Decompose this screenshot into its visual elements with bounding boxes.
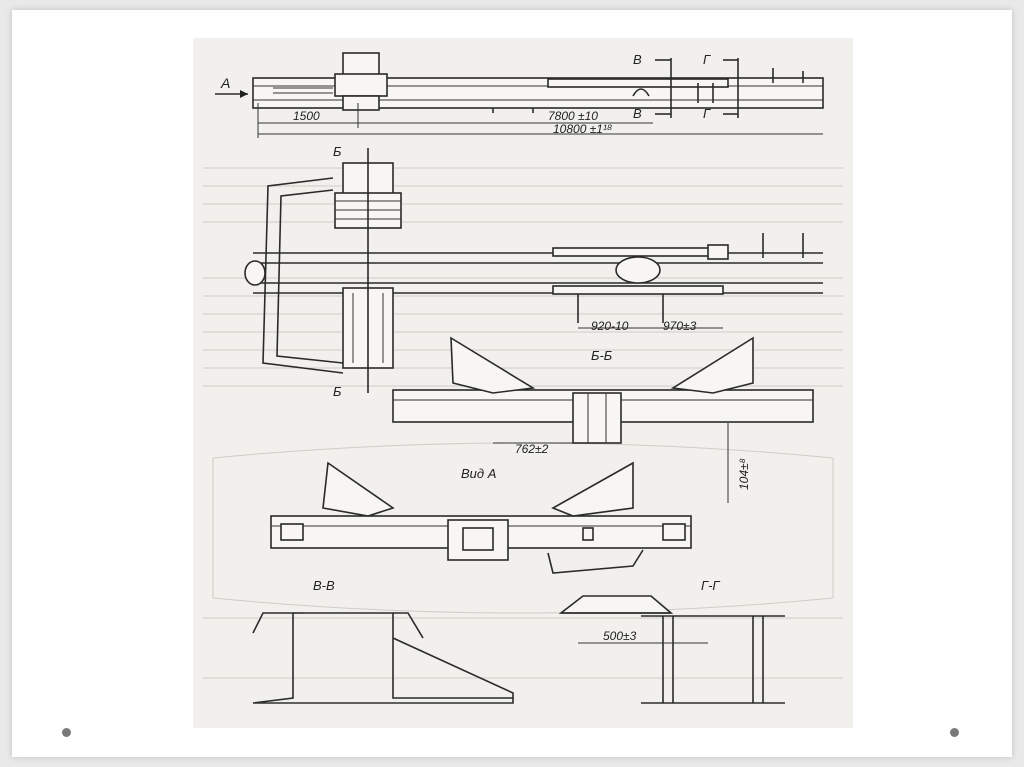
- section-gg: Г-Г 500±3: [558, 578, 785, 704]
- view-a-arrow-label: А: [220, 75, 230, 91]
- side-elevation: А В В Г Г 1500 7800 ±10 108: [215, 52, 824, 138]
- dim-104: 104±⁸: [737, 458, 751, 490]
- section-vv-title: В-В: [313, 578, 335, 593]
- nav-dot-right-icon[interactable]: [950, 728, 959, 737]
- dim-500: 500±3: [603, 629, 637, 643]
- view-a: Вид А: [270, 461, 692, 574]
- section-b-marker-bottom: Б: [333, 384, 342, 399]
- plan-view: Б Б 920-10 970±3: [244, 144, 823, 399]
- frame-blueprint: А В В Г Г 1500 7800 ±10 108: [203, 52, 843, 704]
- view-a-title: Вид А: [461, 466, 496, 481]
- section-v-marker-top: В: [633, 52, 642, 67]
- dim-970: 970±3: [663, 319, 697, 333]
- section-b-marker-top: Б: [333, 144, 342, 159]
- section-g-marker-bottom: Г: [703, 106, 711, 121]
- slide: А В В Г Г 1500 7800 ±10 108: [12, 10, 1012, 757]
- dim-10800: 10800 ±1¹⁸: [553, 122, 612, 136]
- section-g-marker-top: Г: [703, 52, 711, 67]
- section-gg-title: Г-Г: [701, 578, 720, 593]
- section-bb: Б-Б 762±2 104±⁸: [392, 336, 814, 503]
- dim-920: 920-10: [591, 319, 629, 333]
- section-v-marker-bottom: В: [633, 106, 642, 121]
- technical-drawing: А В В Г Г 1500 7800 ±10 108: [193, 38, 853, 728]
- dim-1500: 1500: [293, 109, 320, 123]
- background-scan-texture: [203, 167, 843, 679]
- dim-7800: 7800 ±10: [548, 109, 598, 123]
- dim-762: 762±2: [515, 442, 549, 456]
- nav-dot-left-icon[interactable]: [62, 728, 71, 737]
- section-bb-title: Б-Б: [591, 348, 613, 363]
- section-vv: В-В: [252, 578, 514, 704]
